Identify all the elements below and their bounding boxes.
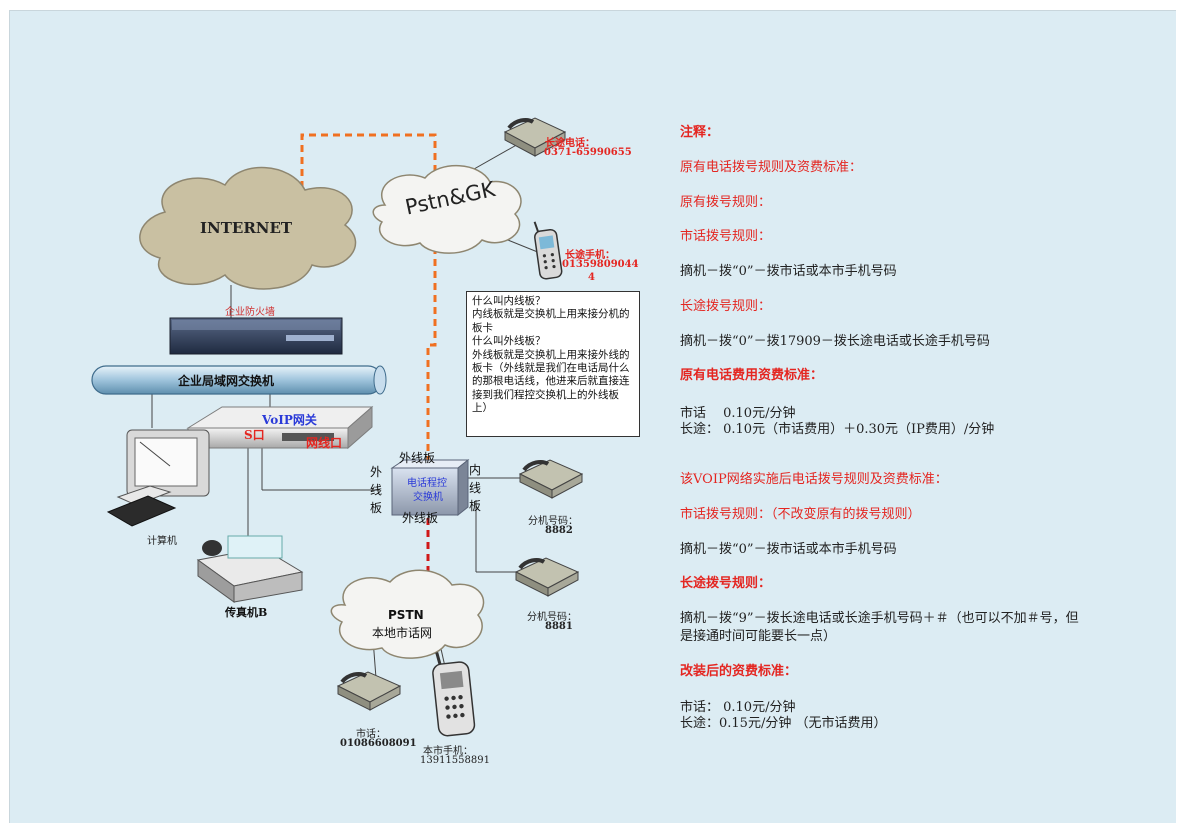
firewall-label: 企业防火墙 [225, 307, 275, 318]
voip-ld-heading: 长途拨号规则： [680, 576, 772, 591]
pbx-device [390, 458, 470, 517]
ld-mobile-phone [533, 221, 563, 280]
pbx-outer-board-left-2: 线 [370, 483, 383, 497]
local-mobile-number: 13911558891 [420, 755, 490, 766]
fax-device [196, 535, 304, 603]
new-fee-ld: 长途：0.15元/分钟 （无市话费用） [680, 716, 887, 731]
ext1-label: 分机号码： [528, 516, 578, 527]
ld-mobile-number-2: 4 [588, 272, 595, 283]
pstn-gk-cloud [372, 165, 522, 254]
s-port-label: S口 [244, 428, 265, 442]
ext2-desk-phone [514, 557, 580, 597]
ext2-label: 分机号码： [527, 612, 577, 623]
ld-desk-phone [503, 117, 567, 157]
orig-fee-local: 市话 0.10元/分钟 [680, 406, 796, 421]
ext2-number: 8881 [545, 621, 573, 632]
firewall-device [169, 317, 343, 355]
voip-gateway-device [186, 405, 374, 450]
infobox-line: 内线板就是交换机上用来接分机的板卡 [472, 308, 630, 334]
infobox-line: 什么叫内线板？ [472, 295, 546, 307]
local-mobile-phone [432, 652, 476, 737]
wan-link-dashed [300, 133, 437, 462]
ext1-desk-phone [518, 459, 584, 499]
pstn-subtitle: 本地市话网 [372, 626, 433, 640]
pbx-outer-board-left-3: 板 [370, 501, 383, 515]
board-explanation-box: 什么叫内线板？ 内线板就是交换机上用来接分机的板卡 什么叫外线板？ 外线板就是交… [466, 291, 640, 437]
pbx-name-line2: 交换机 [413, 492, 443, 503]
internet-cloud [139, 166, 357, 290]
line-port-label: 网线口 [306, 436, 343, 450]
infobox-line: 外线板就是交换机上用来接外线的板卡（外线就是我们在电话局什么的那根电话线，他进来… [472, 348, 630, 415]
voip-local-heading: 市话拨号规则：（不改变原有的拨号规则） [680, 507, 921, 522]
pstn-title: PSTN [388, 608, 424, 622]
notes-title: 注释： [680, 125, 720, 140]
fax-label: 传真机B [225, 606, 268, 619]
pbx-inner-board-right-3: 板 [469, 499, 482, 513]
orig-fee-ld: 长途： 0.10元（市话费用）＋0.30元（IP费用）/分钟 [680, 422, 995, 437]
ld-rule: 摘机－拨“0”－拨17909－拨长途电话或长途手机号码 [680, 334, 990, 349]
pbx-outer-board-left-1: 外 [370, 465, 383, 479]
voip-local-rule: 摘机－拨“0”－拨市话或本市手机号码 [680, 542, 897, 557]
lan-switch-label: 企业局域网交换机 [178, 374, 275, 388]
local-mobile-label: 本市手机： [423, 746, 473, 757]
voip-ld-rule-2: 是接通时间可能要长一点） [680, 629, 837, 644]
computer-device [106, 429, 210, 527]
pbx-outer-board-top: 外线板 [399, 451, 436, 465]
voip-ld-rule-1: 摘机－拨“9”－拨长途电话或长途手机号码＋＃（也可以不加＃号，但 [680, 611, 1079, 626]
lan-switch-pipe [91, 365, 387, 395]
ld-mobile-number-1: 01359809044 [562, 259, 639, 270]
ld-mobile-label: 长途手机： [565, 250, 615, 261]
local-desk-phone [336, 671, 402, 711]
orig-rules: 原有拨号规则： [680, 195, 772, 210]
voip-gateway-label: VoIP网关 [262, 413, 317, 427]
voip-heading: 该VOIP网络实施后电话拨号规则及资费标准： [680, 472, 948, 487]
computer-label: 计算机 [147, 536, 177, 547]
pstn-local-cloud [330, 569, 485, 659]
local-phone-label: 市话： [356, 729, 386, 740]
ext1-number: 8882 [545, 525, 573, 536]
orig-fee-heading: 原有电话费用资费标准： [680, 368, 824, 383]
ld-phone-number: 0371-65990655 [544, 147, 632, 158]
ld-rule-heading: 长途拨号规则： [680, 299, 772, 314]
new-fee-heading: 改装后的资费标准： [680, 664, 798, 679]
ld-phone-label: 长途电话： [545, 138, 595, 149]
pbx-outer-board-bottom: 外线板 [402, 511, 439, 525]
orig-heading: 原有电话拨号规则及资费标准： [680, 160, 863, 175]
internet-label: INTERNET [200, 219, 293, 237]
local-rule-heading: 市话拨号规则： [680, 229, 772, 244]
local-phone-number: 01086608091 [340, 738, 417, 749]
new-fee-local: 市话： 0.10元/分钟 [680, 700, 796, 715]
pbx-name-line1: 电话程控 [407, 478, 447, 489]
pbx-inner-board-right-1: 内 [469, 463, 482, 477]
local-rule: 摘机－拨“0”－拨市话或本市手机号码 [680, 264, 897, 279]
pbx-inner-board-right-2: 线 [469, 481, 482, 495]
infobox-line: 什么叫外线板？ [472, 335, 546, 348]
